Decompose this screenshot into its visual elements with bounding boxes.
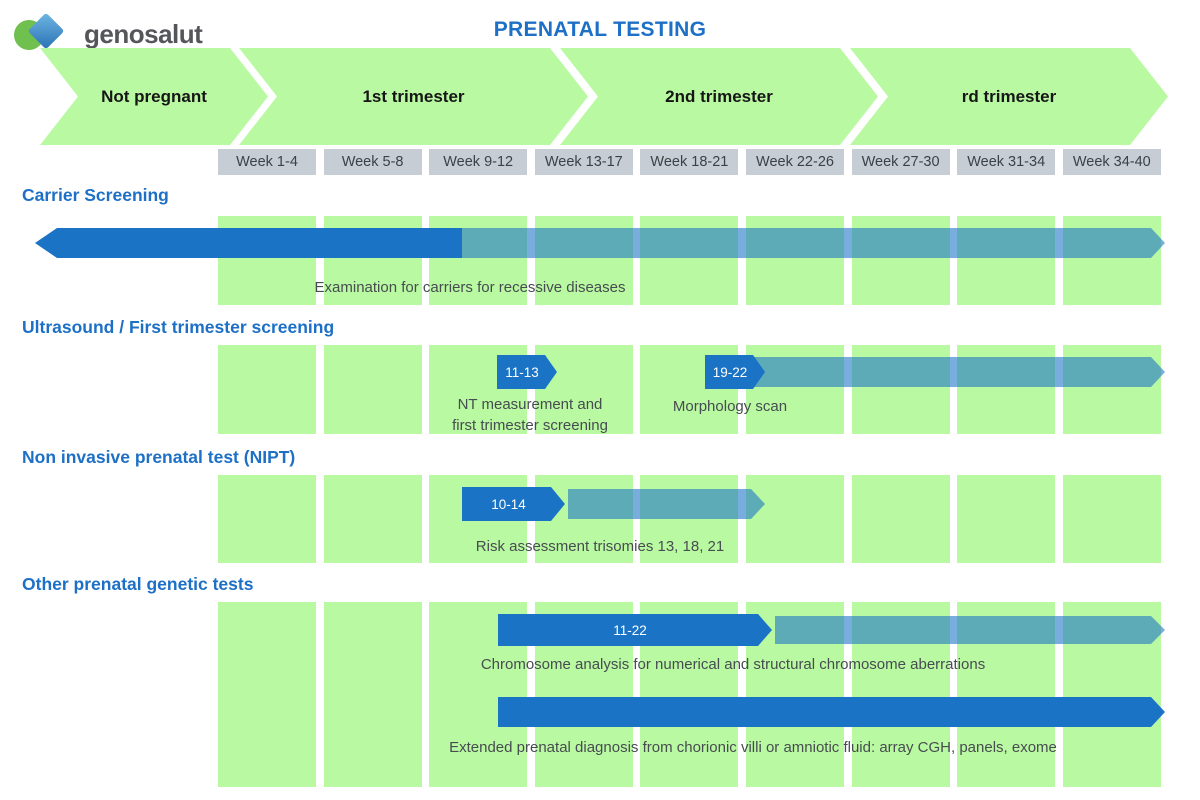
section-title-carrier-screening: Carrier Screening — [22, 185, 169, 205]
phase-arrow-not-pregnant: Not pregnant — [40, 48, 268, 145]
caption-nipt: Risk assessment trisomies 13, 18, 21 — [475, 538, 725, 555]
caption-chromosome-analysis: Chromosome analysis for numerical and st… — [480, 656, 986, 673]
phase-arrow-1st-trimester: 1st trimester — [239, 48, 588, 145]
phase-label: Not pregnant — [101, 86, 207, 106]
timeline-column — [1062, 475, 1161, 563]
arrow-nipt: 10-14 — [462, 487, 565, 521]
arrow-label: 11-13 — [505, 364, 539, 380]
timeline-column — [323, 602, 422, 787]
week-label: Week 31-34 — [957, 149, 1056, 175]
phase-arrow-2nd-trimester: 2nd trimester — [560, 48, 878, 145]
week-label: Week 27-30 — [851, 149, 950, 175]
genosalut-logo-icon — [12, 12, 84, 56]
arrow-extended-prenatal-diagnosis — [498, 697, 1165, 727]
timeline-column — [851, 475, 950, 563]
phase-label: rd trimester — [961, 86, 1057, 106]
arrow-morphology-scan: 19-22 — [705, 355, 765, 389]
week-label: Week 13-17 — [534, 149, 633, 175]
arrow-label: 11-22 — [613, 622, 647, 638]
phase-label: 1st trimester — [362, 86, 465, 106]
phase-arrow-3rd-trimester: rd trimester — [850, 48, 1168, 145]
arrow-nipt-extended — [568, 489, 765, 519]
timeline-column — [534, 345, 633, 434]
arrow-chromosome-analysis-extended — [775, 616, 1165, 644]
arrow-carrier-screening-extended — [462, 228, 1165, 258]
week-label: Week 5-8 — [323, 149, 422, 175]
caption-nt-measurement: NT measurement and first trimester scree… — [420, 394, 640, 436]
caption-line: first trimester screening — [452, 417, 608, 434]
brand-logo: genosalut — [12, 12, 203, 56]
week-label: Week 22-26 — [746, 149, 844, 175]
arrow-label: 10-14 — [491, 496, 526, 512]
timeline-column — [746, 475, 844, 563]
phase-label: 2nd trimester — [665, 86, 773, 106]
arrow-morphology-scan-extended — [748, 357, 1165, 387]
section-title-nipt: Non invasive prenatal test (NIPT) — [22, 447, 296, 467]
timeline-column — [218, 602, 316, 787]
timeline-column — [323, 475, 422, 563]
caption-line: NT measurement and — [457, 396, 603, 413]
timeline-column — [218, 345, 316, 434]
week-label: Week 1-4 — [218, 149, 316, 175]
timeline-column — [218, 475, 316, 563]
week-label: Week 34-40 — [1062, 149, 1161, 175]
section-title-ultrasound: Ultrasound / First trimester screening — [22, 317, 335, 337]
page-title: PRENATAL TESTING — [493, 18, 707, 41]
section-title-other-tests: Other prenatal genetic tests — [22, 574, 254, 594]
arrow-carrier-screening-solid — [35, 228, 462, 258]
arrow-chromosome-analysis: 11-22 — [498, 614, 772, 646]
week-label: Week 18-21 — [640, 149, 739, 175]
arrow-nt-measurement: 11-13 — [497, 355, 557, 389]
caption-extended-prenatal-diagnosis: Extended prenatal diagnosis from chorion… — [449, 739, 1057, 756]
week-label: Week 9-12 — [429, 149, 528, 175]
brand-name: genosalut — [84, 18, 203, 49]
timeline-column — [323, 345, 422, 434]
caption-carrier-screening: Examination for carriers for recessive d… — [314, 279, 626, 296]
arrow-label: 19-22 — [712, 364, 748, 380]
timeline-column — [957, 475, 1056, 563]
caption-morphology-scan: Morphology scan — [672, 398, 788, 415]
